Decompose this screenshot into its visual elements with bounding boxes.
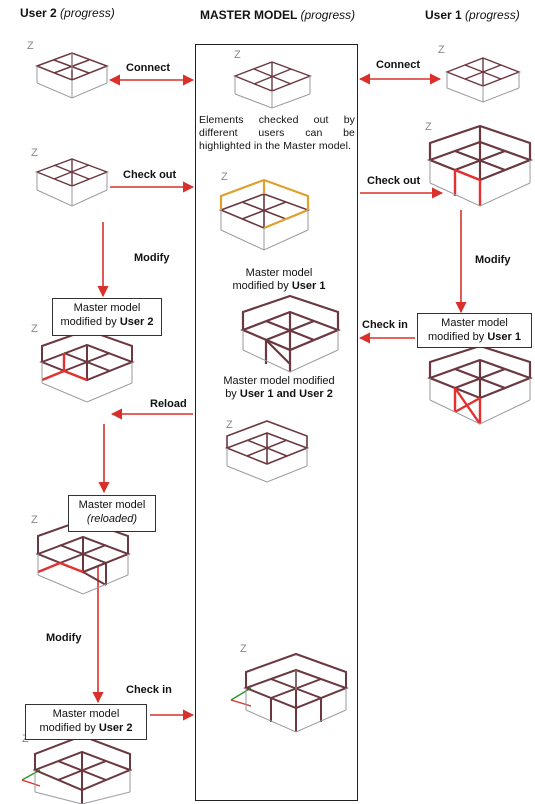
model-user1-connect: Z <box>438 44 521 103</box>
user2-name: User 2 <box>20 6 57 20</box>
svg-text:Z: Z <box>31 323 38 335</box>
model-user2-checkout: Z <box>31 147 109 207</box>
reload-label: Reload <box>150 398 187 410</box>
svg-text:Z: Z <box>425 121 432 133</box>
model-master-orange: Z <box>218 171 311 251</box>
master-column-frame <box>195 44 358 801</box>
user1-name: User 1 <box>425 8 462 22</box>
model-user2-connect: Z <box>27 40 110 99</box>
checkout-left-label: Check out <box>123 169 177 181</box>
modify-user1-label: Modify <box>475 254 511 266</box>
model-master-connect: Z <box>233 49 312 109</box>
model-master-reload: Z <box>224 419 310 483</box>
user2-final-box: Master model modified by User 2 <box>25 704 147 740</box>
master-modified-user1-line2: modified by User 1 <box>232 280 326 292</box>
user1-header: User 1 (progress) <box>425 8 520 22</box>
svg-text:Z: Z <box>221 171 228 183</box>
svg-text:Z: Z <box>31 514 38 526</box>
user1-modified-box: Master model modified by User 1 <box>417 313 532 348</box>
svg-text:Z: Z <box>234 49 241 61</box>
modify-user2-label: Modify <box>134 252 170 264</box>
svg-text:Z: Z <box>438 44 445 56</box>
master-name: MASTER MODEL <box>200 8 298 22</box>
user2-reloaded-box: Master model (reloaded) <box>68 495 156 532</box>
user1-status: (progress) <box>465 8 520 22</box>
user2-modified-box: Master model modified by User 2 <box>52 298 162 336</box>
master-modified-both-line2: by User 1 and User 2 <box>225 388 333 400</box>
master-description: Elements checked out by different users … <box>199 114 355 152</box>
master-modified-both-line1: Master model modified <box>223 375 335 387</box>
svg-text:Z: Z <box>240 643 247 655</box>
master-modified-user1-line1: Master model <box>245 267 313 279</box>
model-user2-reloaded: Z <box>31 514 131 595</box>
model-user1-modified <box>426 344 534 425</box>
master-header: MASTER MODEL (progress) <box>200 8 355 22</box>
master-modified-both-note: Master model modified by User 1 and User… <box>205 375 353 401</box>
connect-right-label: Connect <box>376 59 420 71</box>
connect-left-label: Connect <box>126 62 170 74</box>
master-modified-user1-note: Master model modified by User 1 <box>214 267 344 293</box>
checkout-right-label: Check out <box>367 175 421 187</box>
svg-text:Z: Z <box>27 40 34 52</box>
user2-status: (progress) <box>60 6 115 20</box>
svg-text:Z: Z <box>226 419 233 431</box>
model-master-user1 <box>240 294 341 373</box>
modify-user2-final-label: Modify <box>46 632 82 644</box>
checkin-user2-label: Check in <box>126 684 172 696</box>
model-user2-final: Z <box>21 733 133 804</box>
user2-header: User 2 (progress) <box>20 6 115 20</box>
svg-text:Z: Z <box>31 147 38 159</box>
master-status: (progress) <box>300 8 356 22</box>
model-user1-checkout: Z <box>425 121 534 207</box>
checkin-user1-label: Check in <box>362 319 408 331</box>
model-master-final: Z <box>230 643 349 733</box>
